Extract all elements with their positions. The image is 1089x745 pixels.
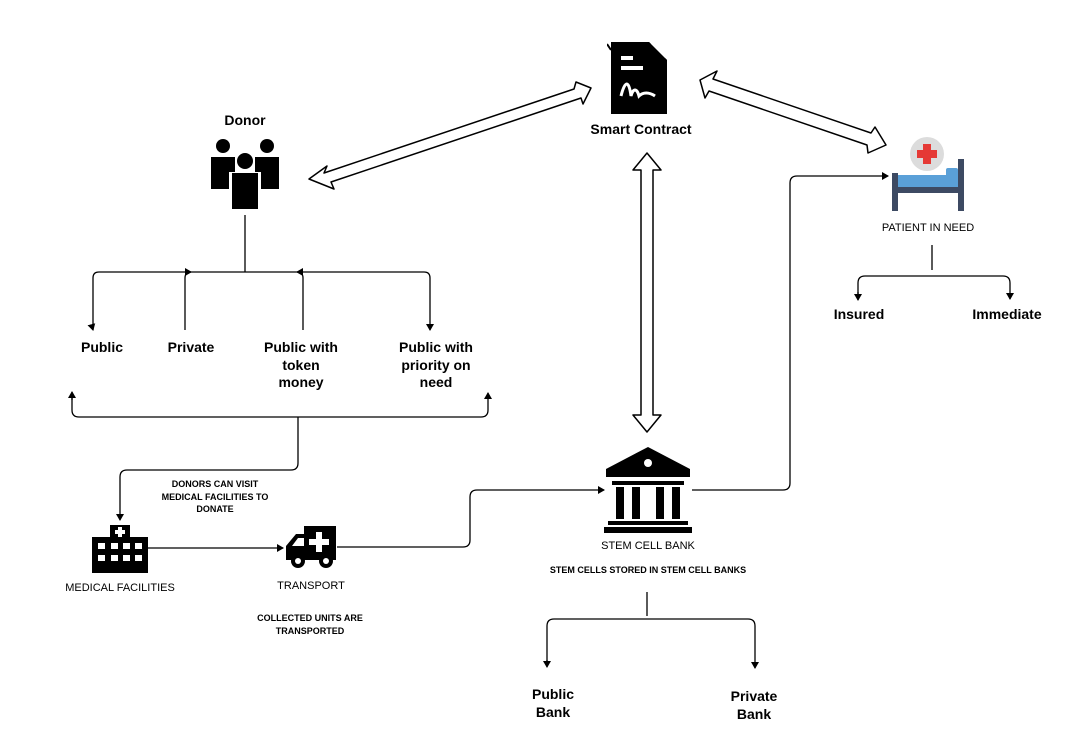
smart-contract-label: Smart Contract (590, 121, 692, 137)
collected-units-note: COLLECTED UNITS ARE TRANSPORTED (257, 613, 363, 636)
insured-label: Insured (833, 306, 885, 322)
arrow-contract-bank (632, 152, 662, 433)
arrow-contract-patient (699, 70, 887, 154)
transport-label: TRANSPORT (277, 580, 345, 592)
immediate-label: Immediate (972, 306, 1042, 322)
public-bank-label: Public Bank (531, 686, 574, 720)
line-transport-bank (337, 486, 605, 548)
hospital-bed-icon (892, 137, 964, 211)
people-group-icon (211, 139, 279, 209)
donors-visit-note: DONORS CAN VISIT MEDICAL FACILITIES TO D… (161, 479, 269, 515)
donor-label: Donor (224, 112, 266, 128)
option-public-token: Public with token money (264, 339, 338, 390)
line-bracket-down (116, 417, 299, 521)
line-bank-branch (546, 618, 759, 669)
option-public-priority: Public with priority on need (399, 339, 473, 390)
line-to-private (184, 268, 192, 330)
arrow-donor-contract (308, 81, 592, 190)
line-to-public-token (296, 268, 304, 330)
stem-cells-stored-note: STEM CELLS STORED IN STEM CELL BANKS (549, 565, 747, 575)
line-patient-branch (857, 275, 1014, 300)
line-donor-branch (92, 271, 434, 331)
private-bank-label: Private Bank (730, 688, 778, 722)
contract-document-icon (607, 42, 667, 114)
stem-cell-bank-label: STEM CELL BANK (601, 540, 695, 552)
ambulance-icon (286, 526, 336, 568)
medical-facilities-label: MEDICAL FACILITIES (65, 582, 175, 594)
option-private: Private (167, 339, 215, 355)
line-bank-patient (692, 172, 889, 491)
hospital-building-icon (92, 525, 148, 573)
patient-label: PATIENT IN NEED (881, 222, 975, 234)
option-public: Public (80, 339, 123, 355)
bracket-options (71, 392, 492, 418)
bank-building-icon (604, 447, 692, 533)
